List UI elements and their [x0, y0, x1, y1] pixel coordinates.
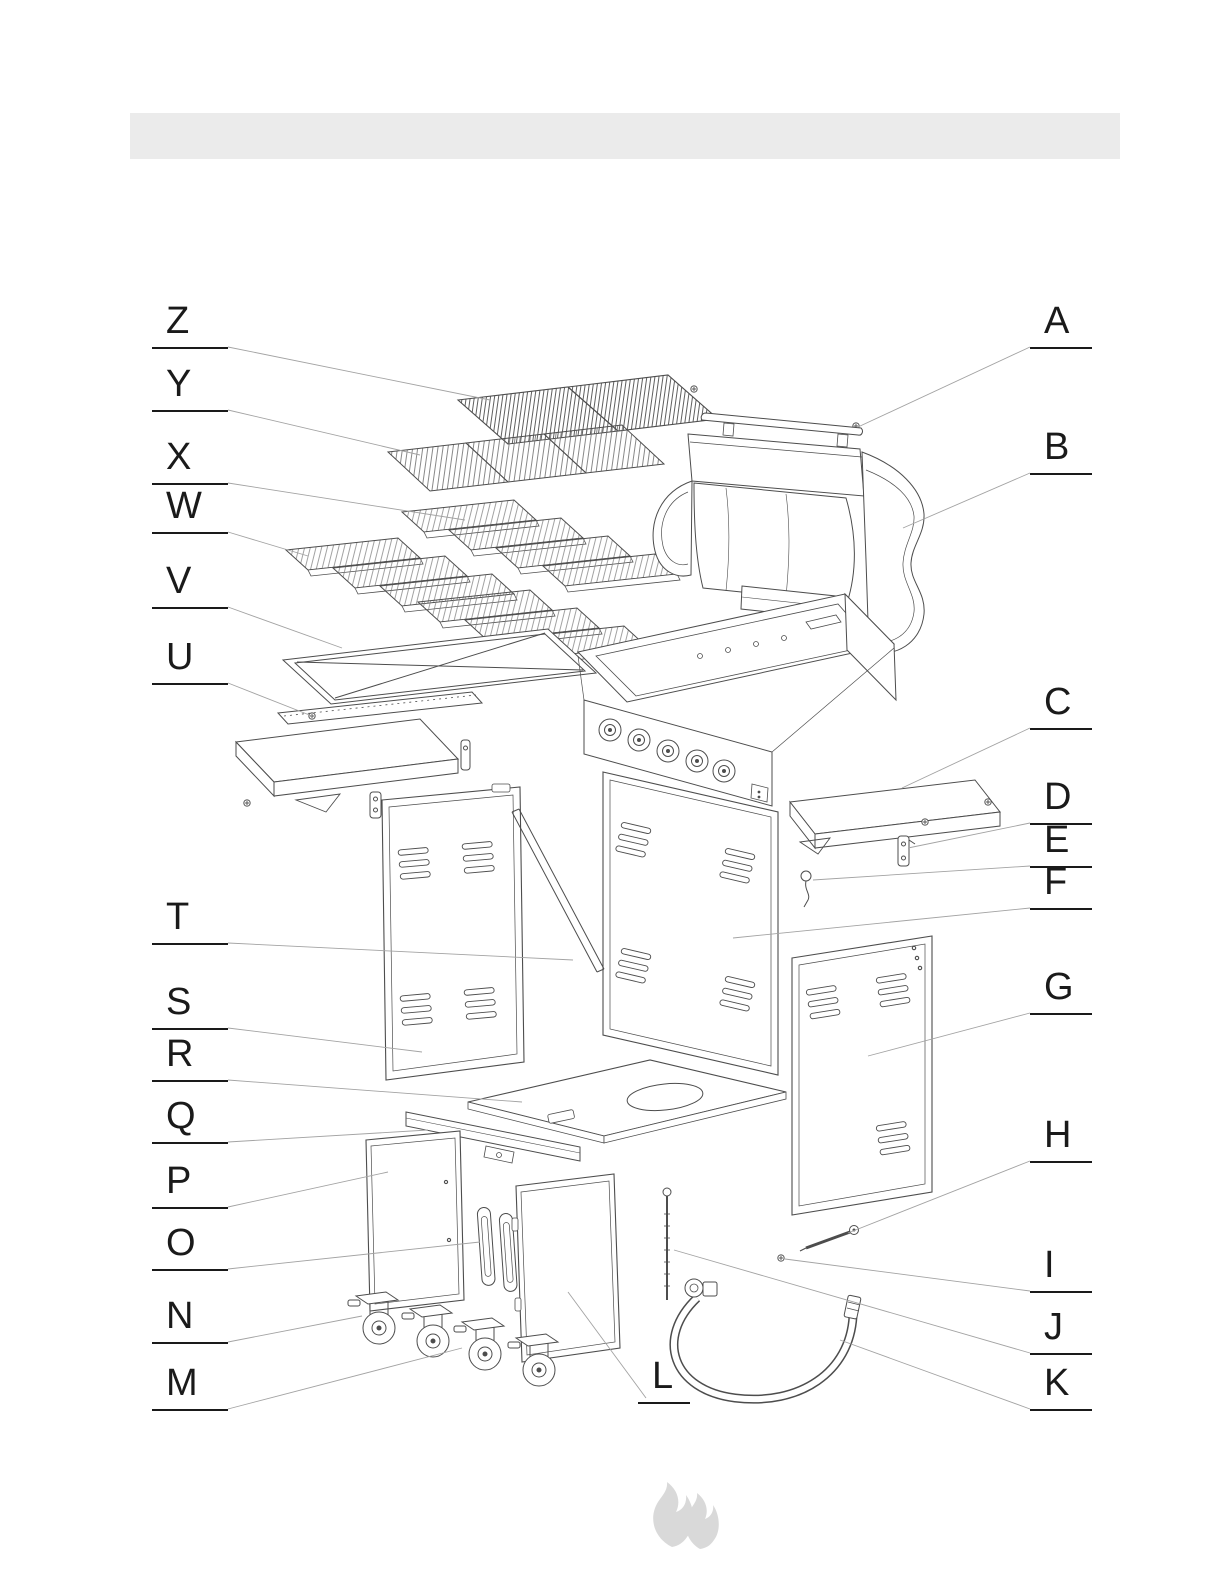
leader-v — [227, 606, 343, 649]
part-warming-rack — [386, 424, 666, 492]
part-label-g: G — [1030, 968, 1092, 1015]
part-left-cart-panel — [381, 783, 525, 1081]
leader-w — [227, 531, 309, 557]
part-label-o: O — [152, 1224, 228, 1271]
part-label-l: L — [638, 1357, 690, 1404]
part-label-i: I — [1030, 1246, 1092, 1293]
leader-x — [227, 482, 466, 521]
part-label-a: A — [1030, 302, 1092, 349]
lid-handle — [700, 412, 863, 436]
part-left-side-shelf — [234, 712, 471, 819]
part-gas-hose — [669, 1278, 862, 1404]
caster-4 — [507, 1333, 559, 1387]
part-door-handles — [476, 1207, 518, 1292]
leader-f — [732, 907, 1031, 939]
leader-u — [227, 682, 313, 717]
part-label-h: H — [1030, 1116, 1092, 1163]
part-label-q: Q — [152, 1097, 228, 1144]
part-label-m: M — [152, 1364, 228, 1411]
leader-z — [227, 346, 491, 401]
leader-b — [902, 472, 1031, 529]
part-rod — [662, 1187, 672, 1300]
part-label-k: K — [1030, 1364, 1092, 1411]
part-support-frame — [276, 628, 598, 725]
part-label-d: D — [1030, 778, 1092, 825]
part-label-t: T — [152, 898, 228, 945]
leader-e — [812, 865, 1031, 881]
part-label-z: Z — [152, 302, 228, 349]
part-screw-i — [777, 1254, 785, 1262]
caster-1 — [347, 1291, 399, 1345]
part-label-s: S — [152, 983, 228, 1030]
part-label-v: V — [152, 562, 228, 609]
leader-d — [907, 822, 1031, 849]
leader-c — [901, 727, 1031, 789]
part-label-n: N — [152, 1297, 228, 1344]
leader-t — [227, 942, 574, 961]
leader-n — [227, 1315, 363, 1343]
part-hinge-bracket — [897, 835, 916, 867]
leader-r — [227, 1079, 523, 1103]
hose-regulator-knob — [684, 1278, 718, 1298]
part-right-side-shelf — [789, 779, 1001, 855]
part-label-y: Y — [152, 365, 228, 412]
leader-l — [567, 1291, 647, 1399]
hose-end-fitting — [843, 1294, 862, 1320]
part-firebox — [577, 592, 897, 807]
part-right-door — [511, 1173, 621, 1363]
part-label-e: E — [1030, 821, 1092, 868]
leader-s — [227, 1027, 423, 1053]
part-label-f: F — [1030, 863, 1092, 910]
leader-q — [227, 1129, 429, 1143]
part-label-p: P — [152, 1162, 228, 1209]
page-header-bar — [130, 113, 1120, 159]
part-front-strip — [405, 1111, 581, 1164]
part-label-u: U — [152, 638, 228, 685]
part-label-w: W — [152, 487, 228, 534]
leader-a — [857, 346, 1031, 428]
part-hook — [800, 870, 812, 908]
caster-2 — [401, 1304, 453, 1358]
control-knobs — [598, 718, 736, 783]
part-label-b: B — [1030, 428, 1092, 475]
caster-3 — [453, 1317, 505, 1371]
part-label-r: R — [152, 1035, 228, 1082]
part-tool — [799, 1225, 859, 1252]
leader-k — [839, 1339, 1031, 1410]
leader-y — [227, 409, 421, 456]
brand-flame-logo — [653, 1482, 719, 1549]
leader-o — [227, 1241, 481, 1270]
igniter-button — [750, 783, 769, 803]
leader-m — [227, 1347, 463, 1410]
part-bottom-panel — [467, 1059, 787, 1144]
leader-j — [673, 1249, 1031, 1354]
screw-lid — [690, 385, 698, 393]
part-label-x: X — [152, 438, 228, 485]
leader-h — [847, 1160, 1031, 1234]
part-back-panel — [602, 771, 779, 1076]
leader-i — [784, 1258, 1031, 1292]
part-right-cart-panel — [791, 935, 933, 1216]
lid-side-panel — [861, 451, 925, 654]
leader-g — [867, 1012, 1031, 1057]
part-cross-brace — [511, 808, 605, 973]
part-label-c: C — [1030, 683, 1092, 730]
leader-p — [227, 1171, 389, 1208]
leader-lines — [227, 346, 1031, 1410]
part-label-j: J — [1030, 1308, 1092, 1355]
part-left-door — [365, 1130, 465, 1312]
